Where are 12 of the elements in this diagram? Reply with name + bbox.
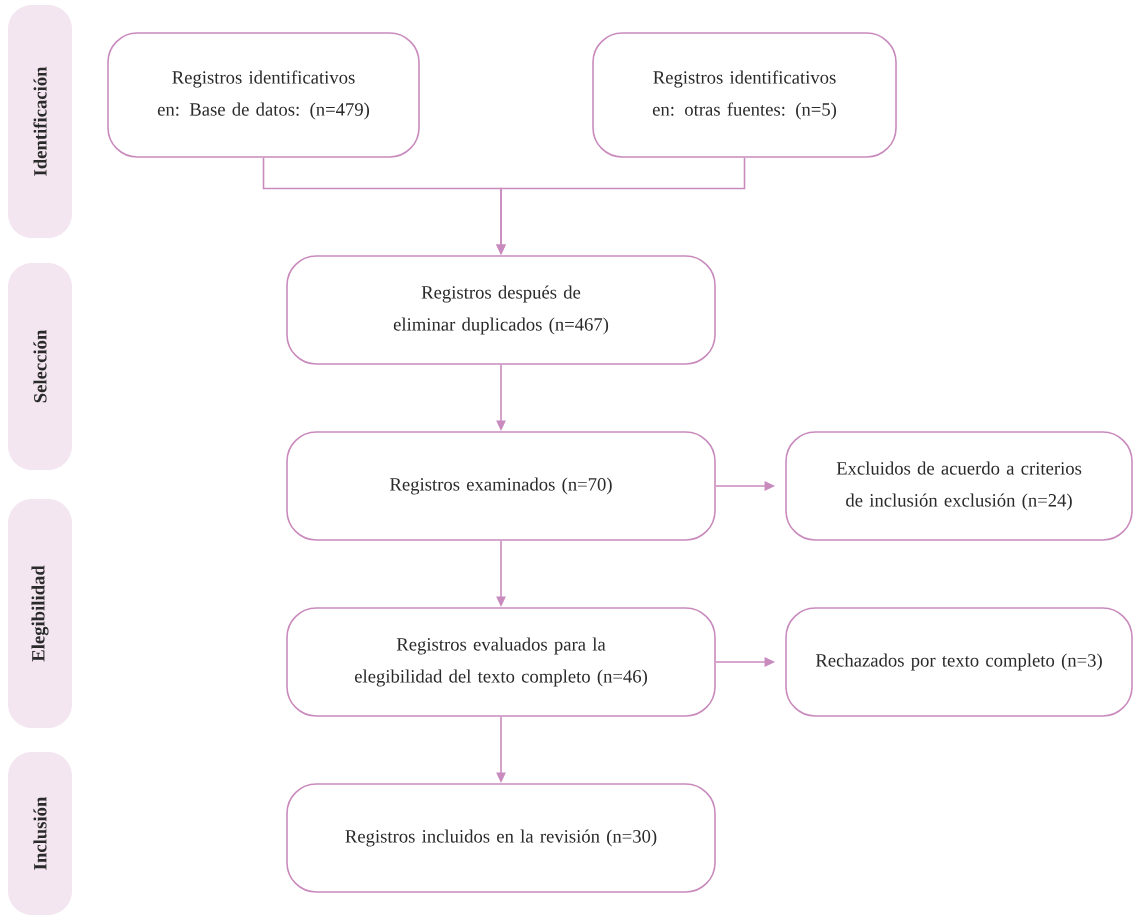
- process-box: Registros examinados (n=70): [286, 431, 716, 541]
- process-box: Registros después de eliminar duplicados (n=467): [286, 255, 716, 365]
- stage-band: Identificación: [8, 5, 72, 238]
- stage-band: Selección: [8, 263, 72, 470]
- stage-band: Inclusión: [8, 752, 72, 915]
- process-box: Registros identificativos en: otras fuentes: (n=5): [592, 32, 897, 158]
- process-box: Registros incluidos en la revisión (n=30): [286, 783, 716, 893]
- process-box: Excluidos de acuerdo a criterios de inclusión exclusión (n=24): [785, 431, 1133, 541]
- process-box: Rechazados por texto completo (n=3): [785, 607, 1133, 717]
- process-box: Registros evaluados para la elegibilidad del texto completo (n=46): [286, 607, 716, 717]
- process-box: Registros identificativos en: Base de datos: (n=479): [107, 32, 420, 158]
- stage-band: Elegibilidad: [8, 499, 72, 728]
